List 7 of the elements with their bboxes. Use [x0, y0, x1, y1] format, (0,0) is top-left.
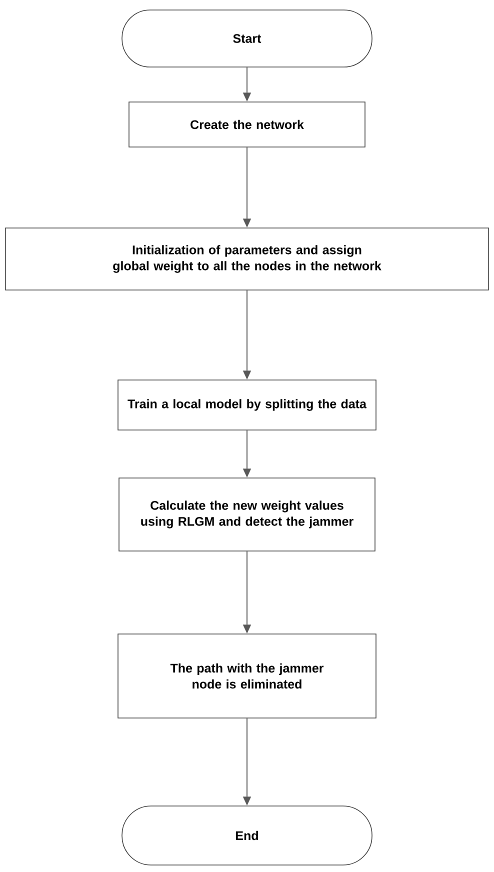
process-box: Train a local model by splitting the data — [118, 380, 376, 430]
process-box: Initialization of parameters and assign global weight to all the nodes in the network — [5, 228, 489, 290]
terminal-box: End — [122, 806, 372, 866]
process-box: Create the network — [128, 102, 366, 148]
process-box: The path with the jammer node is eliminated — [118, 634, 376, 718]
terminal-box: Start — [122, 10, 372, 68]
process-box: Calculate the new weight values using RLGM and detect the jammer — [118, 478, 376, 552]
